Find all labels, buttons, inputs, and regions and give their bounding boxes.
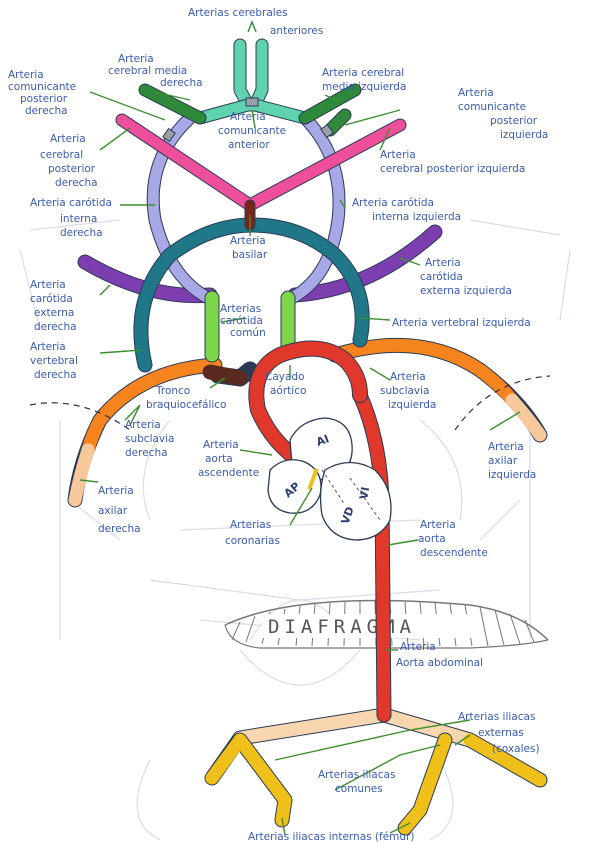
- iliaca-externa-derecha: [205, 733, 247, 785]
- label-vertebral-izquierda: Arteria vertebral izquierda: [392, 317, 531, 329]
- label-cerebral-posterior-izquierda: Arteria cerebral posterior izquierda: [380, 149, 525, 175]
- carotida-interna-izquierda-vessel: [282, 112, 345, 306]
- label-axilar-derecha: Arteria axilar derecha: [98, 485, 141, 535]
- label-aorta-ascendente: Arteria aorta ascendente: [198, 439, 259, 479]
- label-iliacas-internas: Arterias iliacas internas (fémur): [248, 831, 414, 843]
- subclavia-derecha-vessel: [81, 358, 222, 457]
- label-subclavia-derecha: Arteria subclavia derecha: [125, 419, 178, 459]
- cerebral-media-derecha-vessel: [139, 84, 206, 124]
- labels: Arterias cerebrales anteriores Arteria c…: [8, 7, 548, 843]
- label-comunicante-posterior-izquierda: Arteria comunicante posterior izquierda: [458, 87, 548, 141]
- label-comunicante-posterior-derecha: Arteria comunicante posterior derecha: [8, 69, 79, 117]
- diaphragm-label: DIAFRAGMA: [268, 616, 416, 638]
- circle-of-willis: [115, 20, 407, 231]
- heart-vd-label: VD: [339, 505, 357, 526]
- label-aorta-descendente: Arteria aorta descendente: [418, 519, 488, 559]
- iliaca-interna-izquierda: [398, 733, 452, 835]
- label-cerebrales-anteriores: Arterias cerebrales anteriores: [188, 7, 323, 37]
- label-carotida-externa-derecha: Arteria carótida externa derecha: [30, 279, 78, 333]
- label-carotida-interna-izquierda: Arteria carótida interna izquierda: [352, 197, 461, 223]
- axilar-derecha-vessel: [68, 443, 95, 507]
- common-carotids: [204, 290, 296, 363]
- label-subclavia-izquierda: Arteria subclavia izquierda: [380, 371, 436, 411]
- heart-ai-label: AI: [315, 432, 331, 449]
- subclavia-izquierda-vessel: [328, 338, 519, 407]
- iliaca-interna-derecha: [233, 733, 292, 827]
- aorta-descendente-vessel: [353, 388, 391, 722]
- label-tronco-braquiocefalico: Tronco braquiocefálico: [146, 385, 226, 411]
- cerebral-media-izquierda-vessel: [299, 84, 361, 124]
- descending-aorta: [352, 387, 392, 723]
- label-cerebral-media-izquierda: Arteria cerebral media izquierda: [322, 67, 408, 93]
- background-sketch: [19, 219, 571, 841]
- subclavian-arteries: [29, 337, 551, 508]
- comunicante-posterior-izquierda-vessel: [324, 109, 351, 136]
- brachiocephalic-trunk: [202, 361, 259, 387]
- axilar-izquierda-vessel: [505, 393, 547, 442]
- tronco-braquiocefalico-vessel: [202, 364, 248, 386]
- label-carotida-interna-derecha: Arteria carótida interna derecha: [30, 197, 115, 239]
- aortic-arch: [248, 340, 368, 478]
- label-basilar: Arteria basilar: [230, 235, 269, 261]
- diaphragm: DIAFRAGMA: [224, 599, 549, 649]
- iliaca-comun-derecha: [233, 708, 391, 745]
- leader-lines: [79, 91, 521, 836]
- label-cerebral-media-derecha: Arteria cerebral media derecha: [108, 53, 203, 89]
- label-carotidas-comun: Arterias carótida común: [220, 303, 266, 339]
- label-vertebral-derecha: Arteria vertebral derecha: [30, 341, 81, 381]
- label-iliacas-externas: Arterias iliacas externas (coxales): [458, 711, 540, 755]
- label-cerebral-posterior-derecha: Arteria cerebral posterior derecha: [40, 133, 98, 189]
- cayado-aortico-vessel: [249, 341, 367, 477]
- heart-vi-label: VI: [357, 486, 372, 501]
- label-cayado-aortico: Cayado aórtico: [265, 371, 308, 397]
- label-aorta-abdominal: Arteria Aorta abdominal: [396, 641, 483, 669]
- iliac-arteries: [204, 707, 548, 836]
- label-comunicante-anterior: Arteria comunicante anterior: [218, 111, 289, 151]
- label-carotida-externa-izquierda: Arteria carótida externa izquierda: [420, 257, 512, 297]
- heart: AI AP VD VI: [267, 417, 392, 541]
- label-coronarias: Arterias coronarias: [225, 519, 280, 547]
- iliaca-externa-izquierda: [463, 733, 547, 787]
- label-iliacas-comunes: Arterias iliacas comunes: [318, 769, 399, 795]
- carotida-externa-izquierda-vessel: [288, 225, 442, 302]
- label-axilar-izquierda: Arteria axilar izquierda: [488, 441, 536, 481]
- cerebral-anterior-derecha-vessel: [234, 39, 254, 111]
